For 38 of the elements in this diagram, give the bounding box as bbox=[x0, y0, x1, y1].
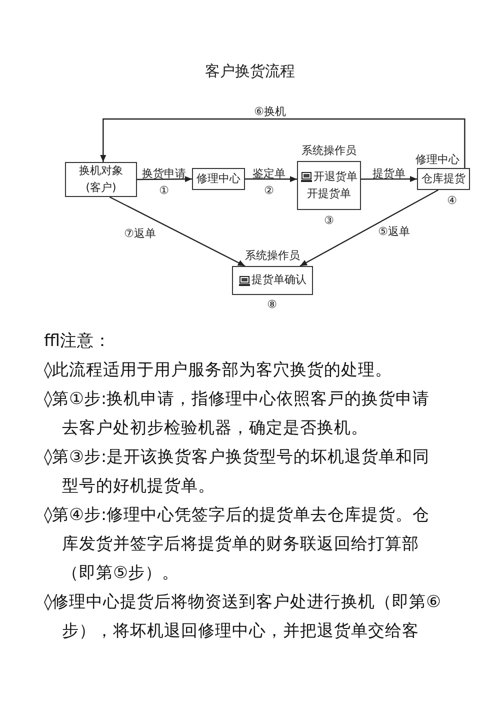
edge-label: ⑤返单 bbox=[378, 226, 410, 237]
node-text: 开提货单 bbox=[307, 186, 351, 202]
step-number: ③ bbox=[324, 215, 334, 226]
arrow bbox=[100, 118, 466, 168]
edge-label: 提货单 bbox=[372, 168, 406, 179]
step-number: ⑧ bbox=[267, 299, 277, 310]
diagram-title: 客户换货流程 bbox=[205, 64, 295, 79]
edge-label: ⑦返单 bbox=[124, 228, 156, 239]
note-text: ◊第③步:是开该换货客户换货型号的坏机退货单和同型号的好机提货单。 bbox=[44, 446, 431, 497]
role-label: 系统操作员 bbox=[302, 145, 356, 156]
process-box bbox=[297, 161, 361, 210]
step-number: ④ bbox=[447, 195, 457, 206]
note-text: ◊修理中心提货后将物资送到客户处进行换机（即第⑥步），将坏机退回修理中心，并把退货单交给客 bbox=[44, 591, 442, 642]
node-text: 提货单确认 bbox=[252, 272, 306, 288]
process-box bbox=[417, 168, 470, 190]
node-text: 修理中心 bbox=[196, 170, 240, 187]
edge-label: 鉴定单 bbox=[252, 168, 286, 179]
role-label: 修理中心 bbox=[416, 154, 460, 165]
arrow bbox=[245, 176, 297, 182]
step-number: ② bbox=[264, 185, 274, 196]
arrow bbox=[361, 176, 417, 182]
note-text: ◊第①步:换机申请，指修理中心依照客戸的换货申请去客户处初步检验机器，确定是否换机。 bbox=[44, 388, 431, 439]
node-text: 换机对象 (客户) bbox=[78, 163, 124, 196]
arrow bbox=[137, 176, 192, 182]
step-number: ① bbox=[159, 185, 169, 196]
note-text: ffl注意： bbox=[44, 330, 112, 352]
process-box bbox=[192, 168, 245, 190]
note-text: ◊此流程适用于用户服务部为客穴换货的处理。 bbox=[44, 359, 394, 381]
edge-label: ⑥换机 bbox=[254, 106, 286, 117]
node-text: 开退货单 bbox=[314, 169, 358, 185]
process-box bbox=[232, 266, 313, 295]
note-text: ◊第④步:修理中心凭签字后的提货单去仓库提货。仓库发货并签字后将提货单的财务联返回给打算部（即第⑤步）。 bbox=[44, 504, 431, 584]
arrow bbox=[109, 196, 246, 267]
process-box bbox=[65, 162, 137, 197]
role-label: 系统操作员 bbox=[245, 250, 300, 261]
node-text: 仓库提货 bbox=[422, 170, 466, 187]
edge-label: 换货申请 bbox=[142, 168, 186, 179]
arrow bbox=[300, 189, 438, 267]
